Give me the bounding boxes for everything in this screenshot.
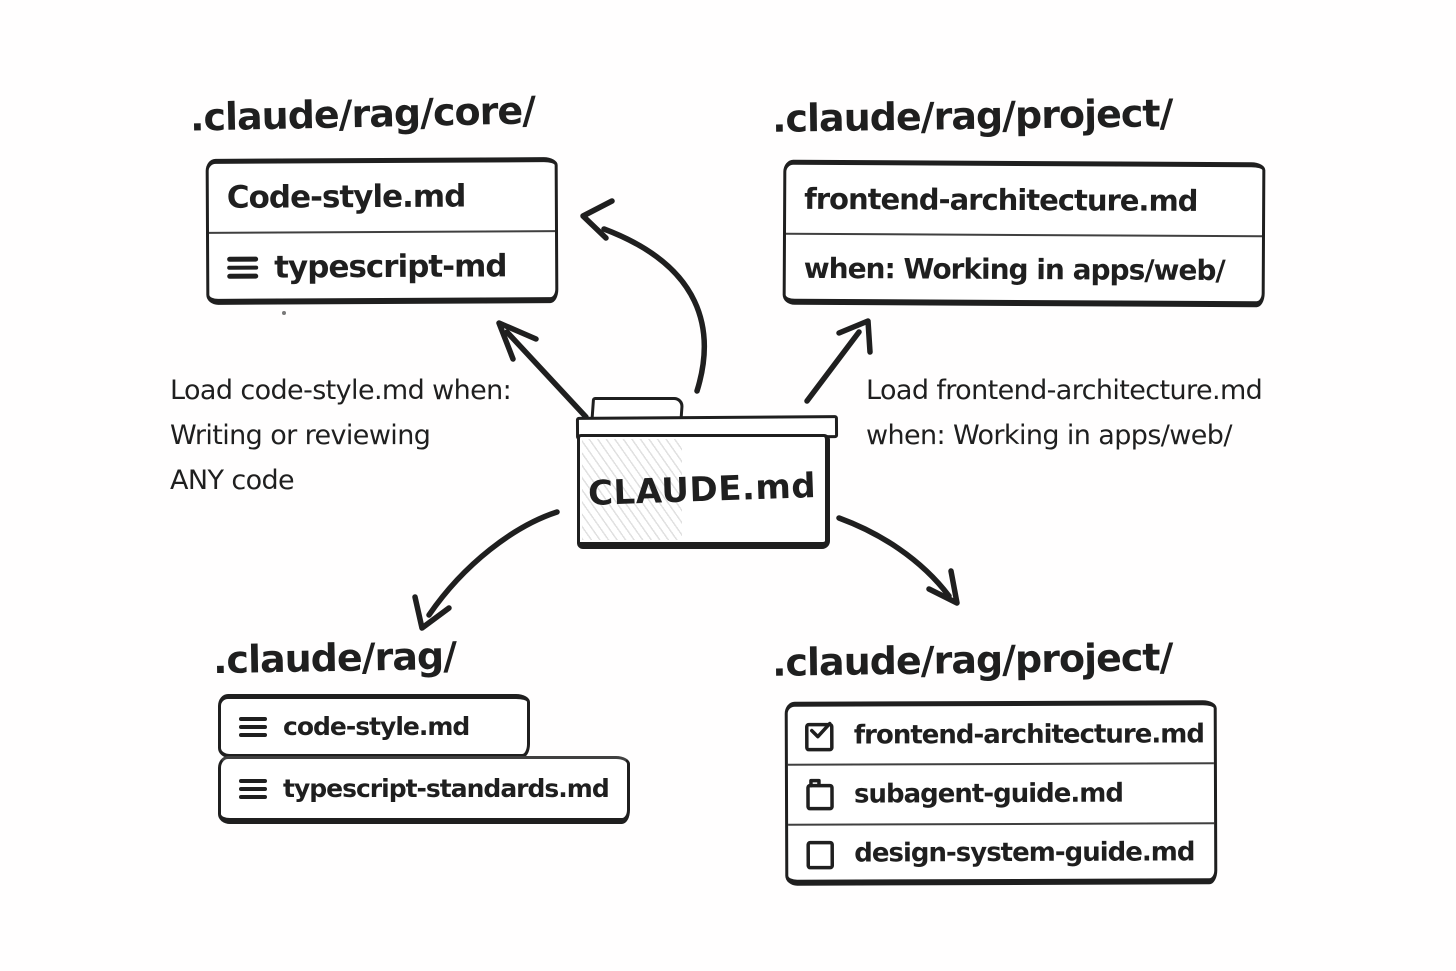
annotation-left: Load code-style.md when: Writing or revi… bbox=[170, 368, 512, 503]
menu-icon bbox=[239, 778, 267, 799]
arrow-to-top-left-straight bbox=[504, 329, 589, 420]
arrow-to-bottom-left bbox=[426, 509, 560, 618]
annotation-line: when: Working in apps/web/ bbox=[866, 420, 1232, 451]
annotation-line: Writing or reviewing bbox=[170, 420, 431, 451]
file-row: subagent-guide.md bbox=[787, 762, 1215, 824]
arrowhead-bottom-left bbox=[412, 594, 452, 631]
path-heading-core: .claude/rag/core/ bbox=[189, 88, 536, 140]
file-name: typescript-md bbox=[274, 248, 507, 286]
path-heading-project-top: .claude/rag/project/ bbox=[771, 91, 1173, 141]
arrowhead-top-left-straight bbox=[496, 320, 539, 362]
annotation-line: ANY code bbox=[170, 465, 295, 496]
path-heading-project-bottom: .claude/rag/project/ bbox=[771, 635, 1173, 685]
file-row-code-style: code-style.md bbox=[218, 694, 530, 758]
file-row-typescript-standards: typescript-standards.md bbox=[218, 756, 630, 824]
file-box-core: Code-style.md typescript-md bbox=[205, 157, 559, 305]
arrowhead-top-left-curved bbox=[580, 198, 615, 241]
claude-md-folder: CLAUDE.md bbox=[577, 434, 830, 549]
arrow-to-bottom-right bbox=[836, 515, 952, 599]
file-row: design-system-guide.md bbox=[788, 822, 1215, 882]
file-name: typescript-standards.md bbox=[283, 774, 610, 803]
annotation-right: Load frontend-architecture.md when: Work… bbox=[866, 368, 1263, 458]
doc-icon bbox=[806, 778, 834, 811]
file-row: frontend-architecture.md bbox=[786, 165, 1262, 235]
annotation-line: Load code-style.md when: bbox=[170, 375, 512, 406]
when-condition: when: Working in apps/web/ bbox=[803, 251, 1225, 288]
annotation-line: Load frontend-architecture.md bbox=[866, 375, 1263, 406]
empty-square-icon bbox=[806, 840, 835, 870]
file-box-project-top: frontend-architecture.md when: Working i… bbox=[782, 159, 1266, 308]
arrowhead-top-right bbox=[836, 318, 873, 355]
menu-icon bbox=[227, 256, 259, 279]
arrow-to-top-left-curved bbox=[601, 226, 708, 394]
file-row: frontend-architecture.md bbox=[788, 705, 1214, 763]
folder-label: CLAUDE.md bbox=[587, 465, 818, 514]
file-name: frontend-architecture.md bbox=[853, 718, 1204, 751]
stray-dot bbox=[282, 311, 286, 315]
file-name: subagent-guide.md bbox=[853, 778, 1124, 810]
menu-icon bbox=[239, 716, 267, 737]
checked-doc-icon bbox=[805, 721, 834, 751]
arrowhead-bottom-right bbox=[926, 568, 960, 606]
path-heading-rag: .claude/rag/ bbox=[212, 633, 457, 683]
file-box-project-bottom: frontend-architecture.md subagent-guide.… bbox=[784, 700, 1218, 886]
file-name: code-style.md bbox=[283, 712, 470, 741]
file-name: frontend-architecture.md bbox=[804, 181, 1198, 218]
arrow-to-top-right bbox=[804, 329, 862, 404]
file-name: Code-style.md bbox=[226, 178, 466, 216]
file-row: Code-style.md bbox=[209, 162, 555, 232]
file-row: typescript-md bbox=[209, 230, 556, 302]
file-row: when: Working in apps/web/ bbox=[785, 232, 1262, 305]
file-name: design-system-guide.md bbox=[854, 837, 1195, 869]
